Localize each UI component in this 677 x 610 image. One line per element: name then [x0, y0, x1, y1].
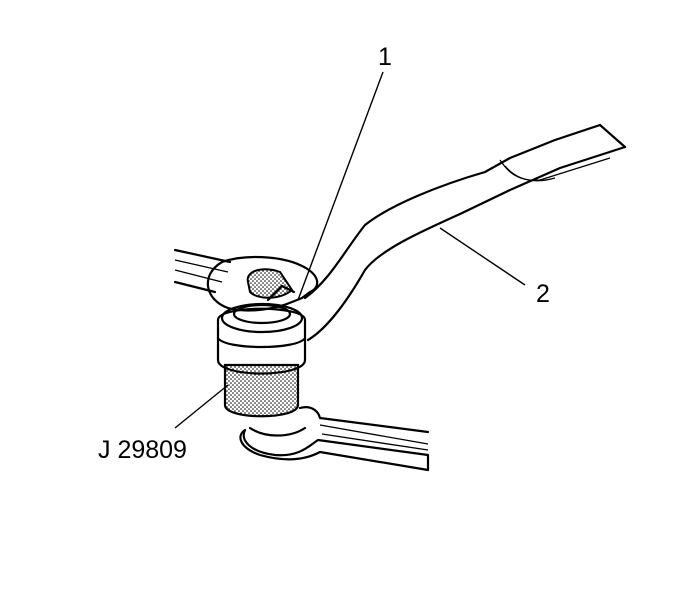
- callout-2: 2: [536, 280, 550, 308]
- leader-line-1: [297, 71, 384, 301]
- upper-left-wrench: [173, 248, 232, 294]
- wrench-handle: [303, 123, 627, 342]
- leader-line-tool: [174, 384, 229, 429]
- leader-line-2: [439, 227, 526, 286]
- callout-tool: J 29809: [98, 436, 187, 464]
- callout-1: 1: [378, 43, 392, 71]
- lower-wrench: [239, 406, 430, 472]
- tool-j29809-body: [216, 302, 307, 418]
- bolt-hex: [246, 268, 294, 299]
- wrench-head: [206, 255, 319, 312]
